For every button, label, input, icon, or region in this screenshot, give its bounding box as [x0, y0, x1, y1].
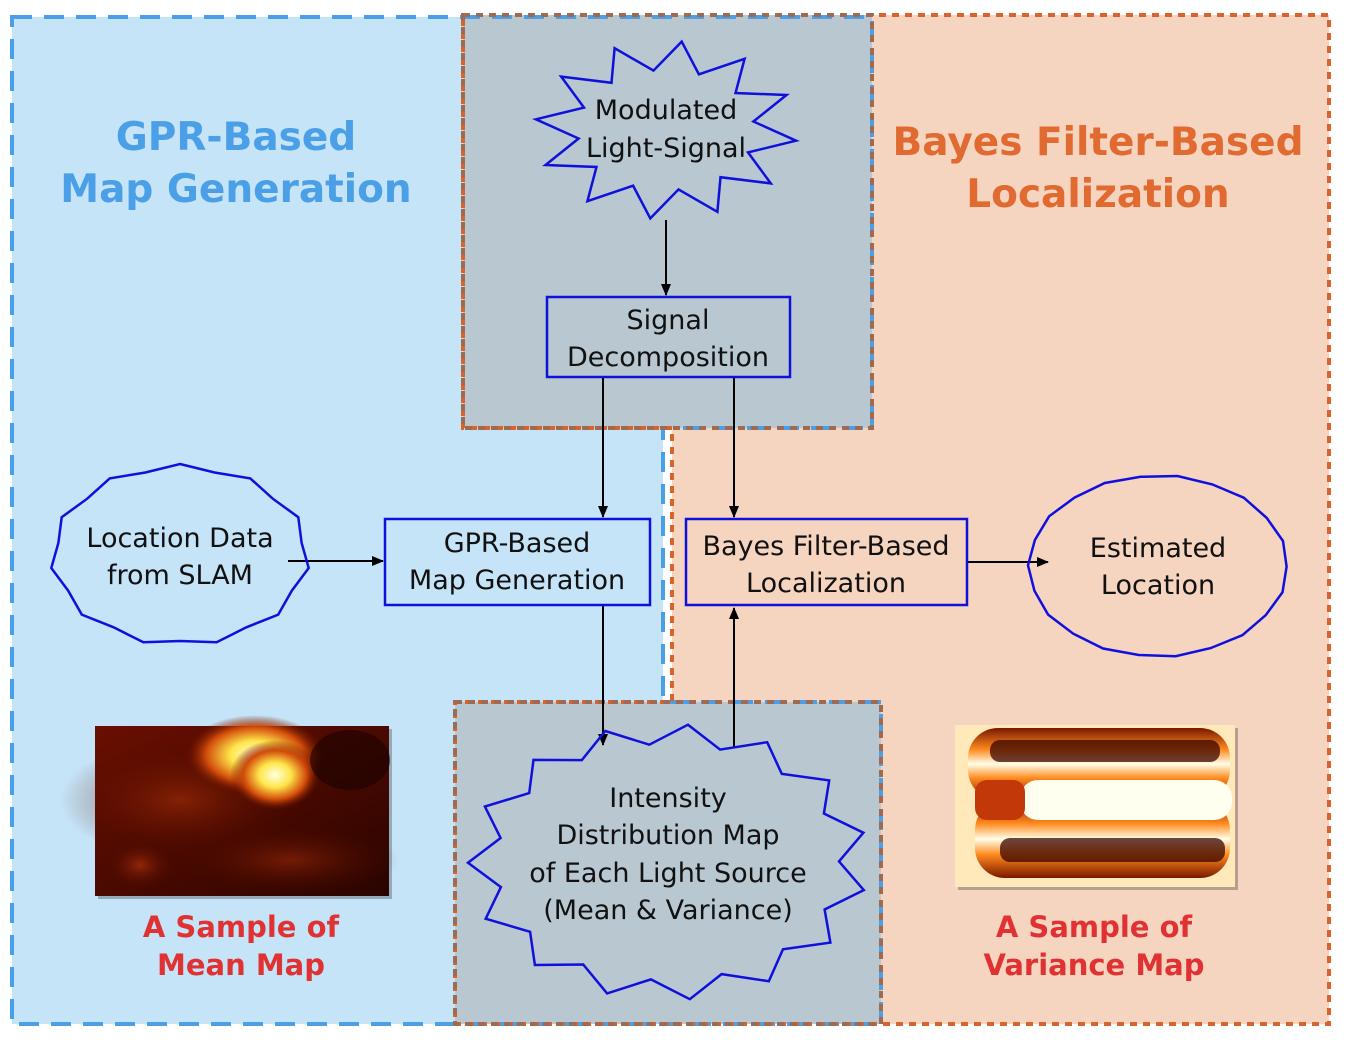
- node-gpr-map-generation: GPR-Based Map Generation: [383, 517, 652, 607]
- node-label-line1: GPR-Based: [444, 528, 591, 559]
- bayes-region-title-line1: Bayes Filter-Based: [892, 120, 1303, 165]
- node-modulated-signal: Modulated Light-Signal: [532, 39, 800, 221]
- mean-map-caption-line1: A Sample of: [143, 910, 340, 944]
- node-label-line2: Distribution Map: [556, 820, 779, 851]
- node-bayes-localization: Bayes Filter-Based Localization: [684, 517, 969, 607]
- node-label-line1: Estimated: [1090, 533, 1226, 564]
- variance-map-caption-line2: Variance Map: [983, 948, 1204, 982]
- node-label-line3: of Each Light Source: [529, 858, 806, 889]
- star-shape: [465, 723, 866, 1001]
- node-label-line2: Light-Signal: [586, 133, 746, 164]
- node-label-line2: from SLAM: [107, 560, 253, 591]
- mean-map-sample: [60, 715, 400, 899]
- star-shape: [532, 39, 800, 221]
- edges: [288, 220, 1049, 748]
- node-label-line2: Location: [1101, 570, 1215, 601]
- node-label-line2: Decomposition: [567, 342, 769, 373]
- node-signal-decomposition: Signal Decomposition: [545, 295, 792, 379]
- node-label-line1: Modulated: [595, 95, 737, 126]
- node-label-line4: (Mean & Variance): [543, 895, 793, 926]
- node-estimated-location: Estimated Location: [1026, 474, 1288, 658]
- variance-map-sample: [955, 725, 1238, 890]
- mean-map-caption-line2: Mean Map: [157, 948, 325, 982]
- box-shape: [684, 517, 969, 607]
- shared-bottom-border: [453, 700, 883, 1026]
- node-label-line1: Signal: [627, 305, 710, 336]
- node-label-line1: Intensity: [609, 783, 727, 814]
- variance-map-caption-line1: A Sample of: [996, 910, 1193, 944]
- region-shared-top: [463, 15, 872, 428]
- node-location-data: Location Data from SLAM: [49, 462, 311, 644]
- gpr-region-title-line1: GPR-Based: [116, 115, 356, 160]
- node-intensity-map: Intensity Distribution Map of Each Light…: [465, 723, 866, 1001]
- region-shared-bottom: [455, 702, 881, 1024]
- node-label-line2: Localization: [746, 568, 906, 599]
- node-label-line1: Location Data: [86, 523, 273, 554]
- star-shape: [1026, 474, 1288, 658]
- shared-top-border: [461, 13, 874, 430]
- gpr-region-title-line2: Map Generation: [60, 167, 411, 212]
- box-shape: [383, 517, 652, 607]
- node-label-line2: Map Generation: [409, 565, 625, 596]
- bayes-region-title-line2: Localization: [966, 172, 1229, 217]
- node-label-line1: Bayes Filter-Based: [702, 531, 949, 562]
- box-shape: [545, 295, 792, 379]
- star-shape: [49, 462, 311, 644]
